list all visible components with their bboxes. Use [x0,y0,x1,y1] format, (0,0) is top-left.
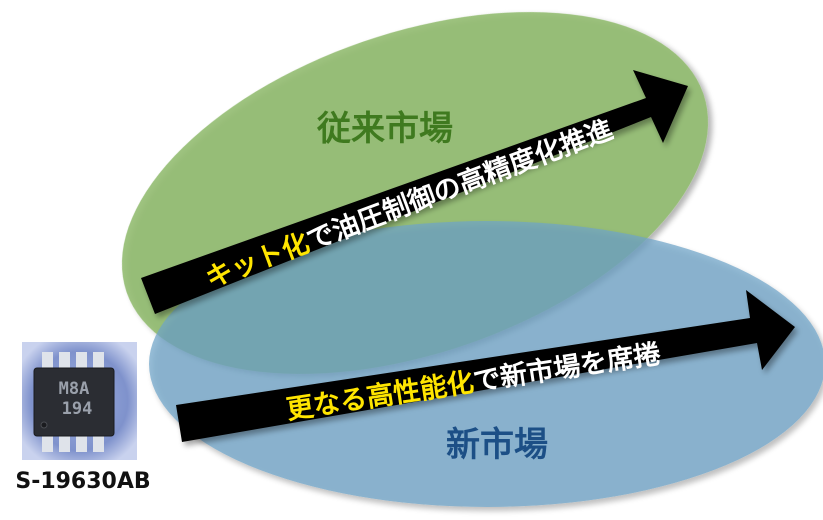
part-number-label: S-19630AB [15,469,150,494]
chip-marking-line1: M8A [59,379,90,399]
conventional-market-label: 従来市場 [316,109,453,149]
chip-marking-line2: 194 [62,399,93,419]
new-market-arrow [176,290,795,442]
new-market-label: 新市場 [446,425,548,465]
chip-photo: M8A 194 [22,342,137,460]
conventional-market-arrow [141,70,688,314]
